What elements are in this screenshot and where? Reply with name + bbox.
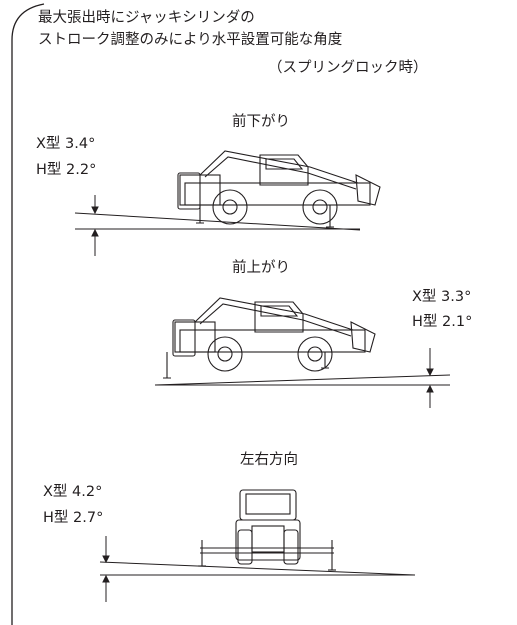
subtitle: （スプリングロック時） [268,60,428,76]
frame-border [11,3,45,625]
angle-label-h-type: H型 2.1° [412,314,473,330]
angle-label-h-type: H型 2.7° [43,510,104,526]
angle-label-x-type: X型 3.4° [36,136,96,152]
angle-arrow-1 [91,195,99,256]
crane-rear-view [198,489,336,571]
title-line-2: ストローク調整のみにより水平設置可能な角度 [38,32,343,48]
section-caption-front-up: 前上がり [232,260,290,276]
angle-label-x-type: X型 3.3° [412,289,472,305]
slope-line-3 [99,561,416,576]
section-caption-front-down: 前下がり [232,114,290,130]
section-caption-lateral: 左右方向 [240,452,298,468]
angle-arrow-3 [102,536,110,602]
crane-side-view-front-up [163,297,376,379]
angle-label-h-type: H型 2.2° [36,162,97,178]
crane-side-view-front-down [177,150,381,228]
angle-label-x-type: X型 4.2° [43,484,103,500]
slope-line-1 [74,212,361,231]
angle-arrow-2 [426,348,434,408]
slope-line-2 [154,374,451,386]
title-line-1: 最大張出時にジャッキシリンダの [38,10,255,26]
